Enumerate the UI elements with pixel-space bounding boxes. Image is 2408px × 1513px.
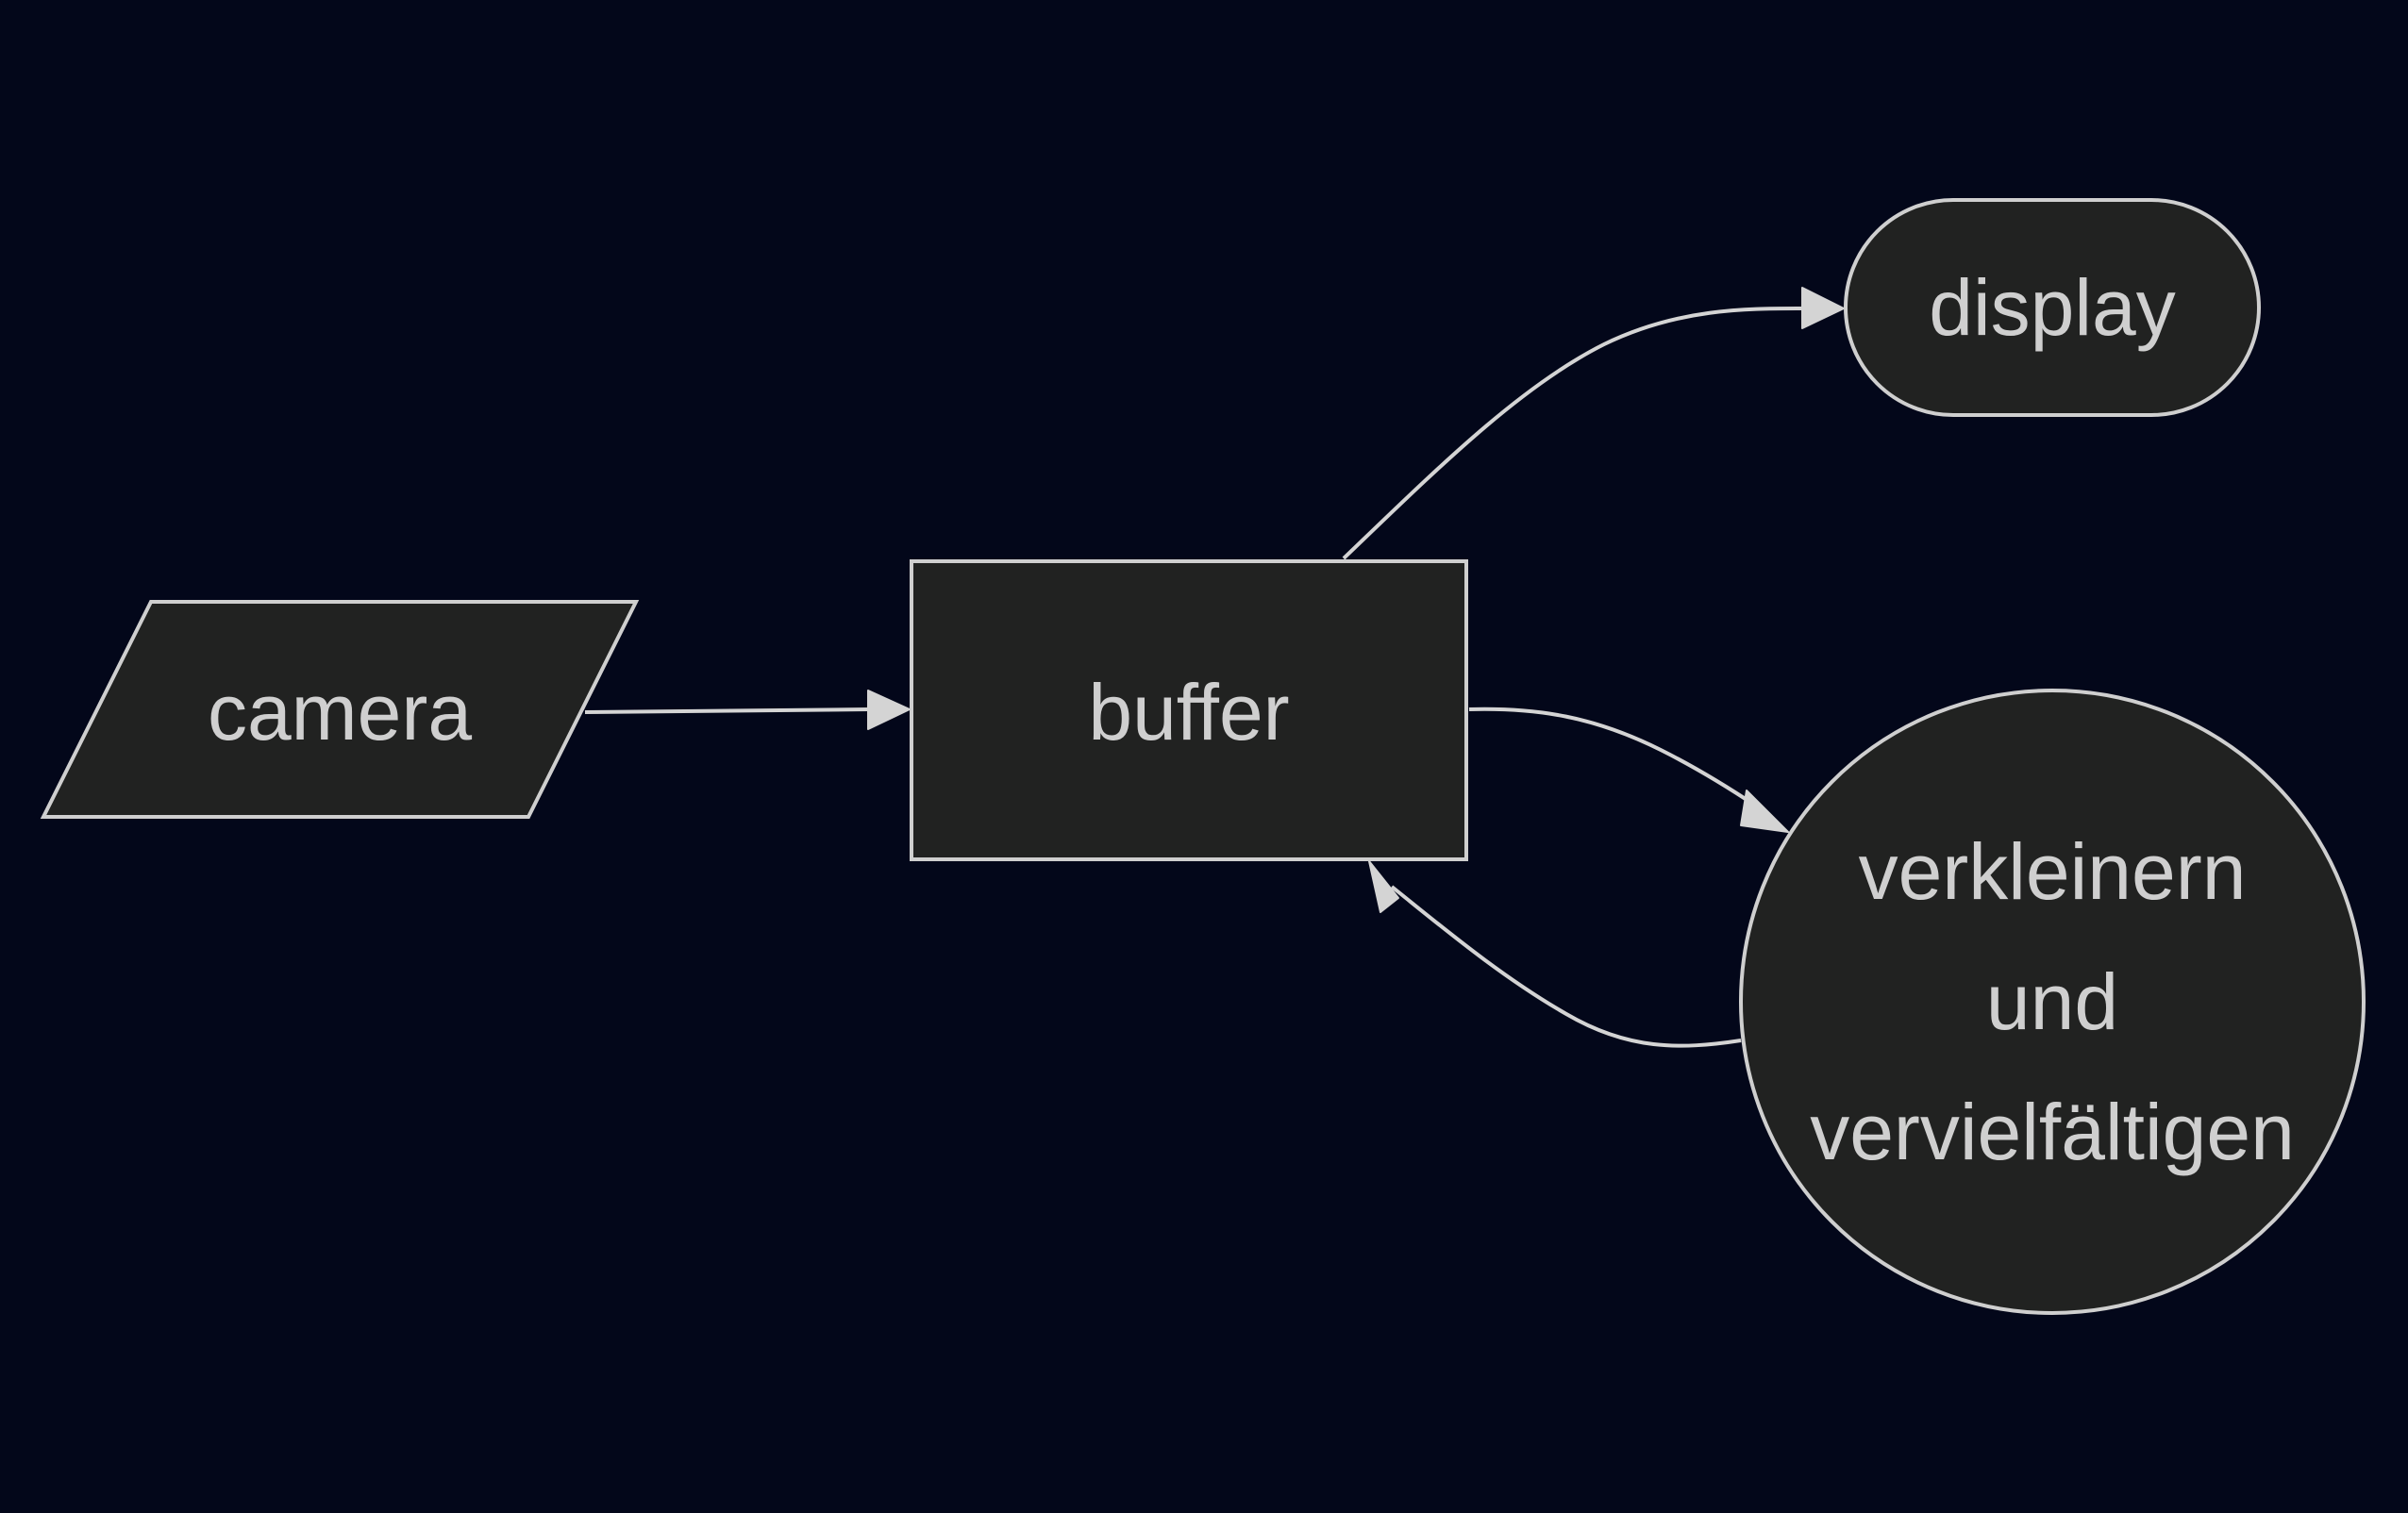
node-buffer[interactable]: buffer [910,559,1468,861]
arrowhead-buffer-to-display [1801,287,1845,329]
scale-label-line-2: und [1986,957,2118,1046]
buffer-rectangle [910,559,1468,861]
node-display[interactable]: display [1844,198,2261,417]
arrowhead-scale-to-buffer [1368,860,1399,913]
arrowhead-camera-to-buffer [867,690,911,730]
buffer-label: buffer [1088,668,1289,756]
arrowhead-buffer-to-scale [1740,790,1789,833]
edge-buffer-to-display [1342,306,1803,560]
scale-circle [1739,689,2366,1315]
node-camera[interactable]: camera [40,600,640,819]
edge-camera-to-buffer [584,707,871,714]
display-stadium [1844,198,2261,417]
camera-parallelogram [40,600,640,819]
scale-label-line-3: vervielfältigen [1810,1088,2295,1176]
camera-label: camera [208,668,472,756]
edge-buffer-to-scale [1468,707,1759,808]
display-label: display [1929,263,2175,352]
edges [584,287,1845,1048]
node-scale[interactable]: verkleinern und vervielfältigen [1739,689,2366,1315]
edge-scale-to-buffer [1390,885,1742,1048]
scale-label-line-1: verkleinern [1859,827,2247,916]
